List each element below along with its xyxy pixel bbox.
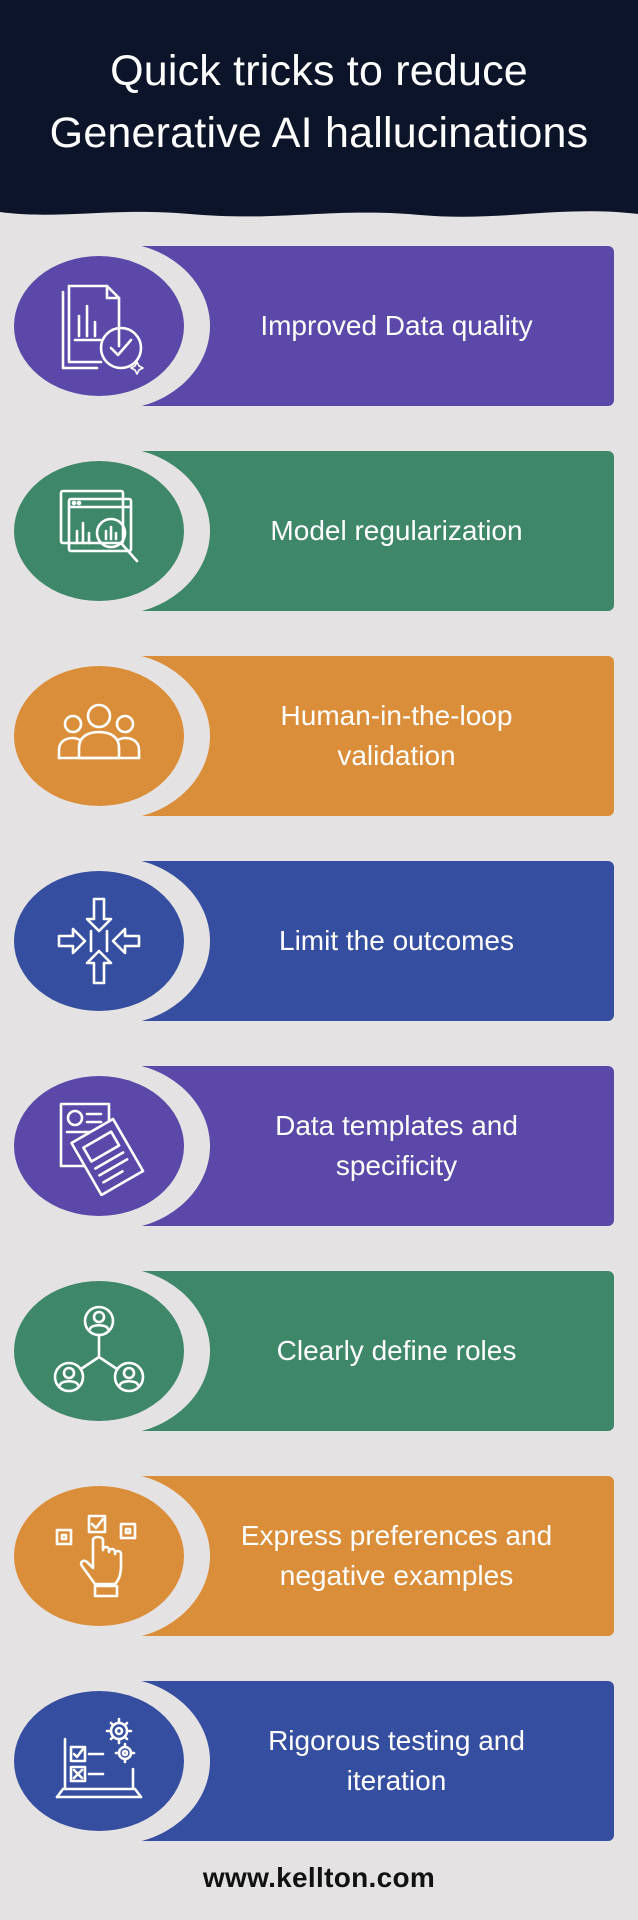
card-human-in-the-loop: Human-in-the-loop validation [14, 652, 614, 820]
card-label-line-1: Data templates and [275, 1110, 518, 1141]
card-label: Model regularization [204, 451, 589, 611]
card-label-line-2: specificity [335, 1150, 458, 1181]
card-disc [14, 1486, 184, 1626]
card-label: Rigorous testing and iteration [204, 1681, 589, 1841]
card-label: Clearly define roles [204, 1271, 589, 1431]
card-label: Improved Data quality [204, 246, 589, 406]
card-label-line-1: Improved Data quality [260, 310, 533, 341]
card-label-line-1: Limit the outcomes [279, 925, 514, 956]
card-label: Limit the outcomes [204, 861, 589, 1021]
card-label: Express preferences and negative example… [204, 1476, 589, 1636]
card-disc [14, 256, 184, 396]
header-banner: Quick tricks to reduce Generative AI hal… [0, 0, 638, 232]
chart-magnifier-icon [59, 489, 139, 563]
card-limit-the-outcomes: Limit the outcomes [14, 857, 614, 1025]
card-label-line-1: Rigorous testing and [268, 1725, 525, 1756]
document-template-icon [59, 1102, 145, 1196]
card-clearly-define-roles: Clearly define roles [14, 1267, 614, 1435]
page-title: Quick tricks to reduce Generative AI hal… [0, 40, 638, 164]
card-label: Human-in-the-loop validation [204, 656, 589, 816]
document-chart-check-icon [61, 284, 144, 375]
card-disc [14, 1691, 184, 1831]
card-improved-data-quality: Improved Data quality [14, 242, 614, 410]
role-network-icon [53, 1305, 145, 1393]
card-label: Data templates and specificity [204, 1066, 589, 1226]
converging-arrows-icon [57, 897, 141, 985]
title-line-2: Generative AI hallucinations [49, 109, 589, 157]
hand-select-icon [55, 1514, 137, 1598]
card-express-preferences: Express preferences and negative example… [14, 1472, 614, 1640]
people-group-icon [57, 703, 141, 760]
footer-url[interactable]: www.kellton.com [202, 1862, 436, 1893]
card-label-line-1: Express preferences and [240, 1520, 553, 1551]
card-disc [14, 461, 184, 601]
card-label-line-2: validation [337, 740, 456, 771]
card-label-line-2: iteration [346, 1765, 447, 1796]
card-label-line-1: Clearly define roles [276, 1335, 517, 1366]
header-background [0, 0, 638, 217]
card-label-line-1: Human-in-the-loop [280, 700, 513, 731]
laptop-checklist-gears-icon [55, 1717, 143, 1799]
card-data-templates: Data templates and specificity [14, 1062, 614, 1230]
card-label-line-1: Model regularization [270, 515, 523, 546]
card-label-line-2: negative examples [279, 1560, 514, 1591]
card-model-regularization: Model regularization [14, 447, 614, 615]
card-disc [14, 871, 184, 1011]
card-rigorous-testing: Rigorous testing and iteration [14, 1677, 614, 1845]
title-line-1: Quick tricks to reduce [110, 47, 528, 95]
card-disc [14, 666, 184, 806]
